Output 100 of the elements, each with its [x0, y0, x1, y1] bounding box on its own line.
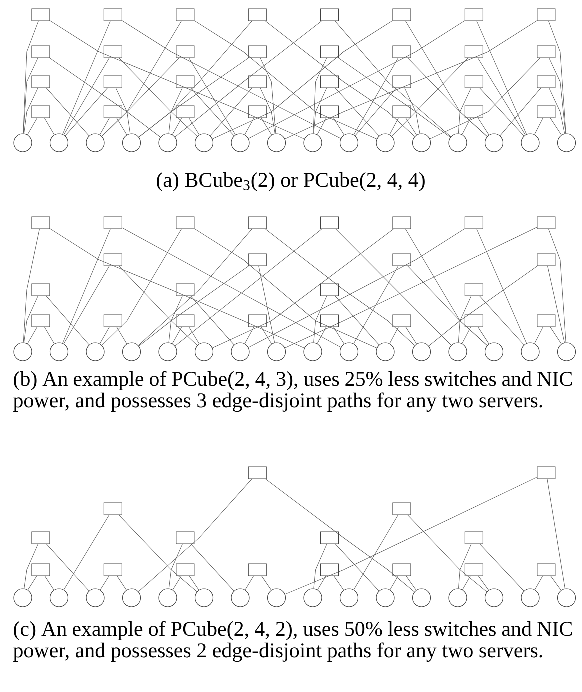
- link-line: [408, 515, 488, 592]
- link-line: [430, 58, 541, 140]
- link-line: [138, 58, 249, 138]
- server-circle: [448, 588, 468, 608]
- server-circle: [412, 134, 432, 152]
- link-line: [354, 58, 399, 136]
- link-line: [168, 544, 183, 590]
- link-line: [190, 88, 235, 136]
- link-line: [260, 58, 276, 134]
- figure-caption: (c) An example of PCube(2, 4, 2), uses 50% less switches and NIC power, and possesses 2 edge-disjoint paths for any two servers.: [14, 621, 572, 662]
- switch-box: [176, 532, 195, 544]
- server-circle: [448, 134, 468, 152]
- link-line: [117, 576, 127, 590]
- link-line: [168, 296, 183, 343]
- link-line: [116, 327, 128, 344]
- switch-box: [320, 76, 340, 88]
- server-circle: [158, 134, 178, 152]
- switch-box: [464, 284, 484, 296]
- switch-box: [32, 532, 50, 544]
- switch-box: [537, 76, 556, 88]
- link-line: [478, 327, 490, 344]
- link-line: [408, 58, 488, 137]
- link-line: [212, 20, 393, 140]
- server-circle: [448, 342, 468, 362]
- link-line: [355, 88, 397, 136]
- server-circle: [521, 134, 540, 152]
- server-circle: [158, 342, 178, 362]
- server-circle: [194, 588, 214, 608]
- link-line: [547, 479, 566, 590]
- link-line: [50, 20, 305, 140]
- switch-box: [464, 216, 484, 230]
- switch-box: [248, 76, 267, 88]
- server-circle: [304, 588, 322, 608]
- switch-box: [104, 254, 122, 266]
- link-line: [24, 544, 38, 590]
- server-circle: [376, 342, 395, 362]
- server-circle: [304, 134, 322, 152]
- link-line: [480, 296, 524, 346]
- link-line: [212, 229, 394, 348]
- server-circle: [194, 342, 214, 362]
- link-line: [480, 544, 524, 592]
- switch-box: [320, 284, 340, 296]
- link-line: [122, 20, 342, 140]
- server-circle: [376, 588, 395, 608]
- server-circle: [50, 134, 69, 152]
- link-line: [64, 266, 110, 344]
- link-line: [102, 229, 182, 346]
- switch-box: [104, 46, 122, 58]
- link-line: [354, 515, 399, 590]
- switch-box: [320, 216, 340, 230]
- link-line: [338, 58, 451, 138]
- link-line: [44, 118, 55, 136]
- switch-box: [464, 106, 484, 118]
- link-line: [390, 576, 399, 590]
- switch-box: [392, 254, 412, 266]
- server-circle: [158, 588, 178, 608]
- link-line: [462, 327, 472, 344]
- link-line: [314, 88, 328, 134]
- link-line: [336, 229, 452, 346]
- link-line: [335, 296, 380, 346]
- switch-box: [392, 46, 412, 58]
- link-line: [408, 266, 488, 346]
- switch-box: [537, 564, 556, 576]
- link-line: [190, 544, 234, 592]
- server-circle: [521, 342, 540, 362]
- switch-box: [176, 8, 195, 22]
- link-line: [168, 88, 183, 134]
- link-line: [317, 327, 327, 344]
- switch-box: [104, 106, 122, 118]
- server-circle: [267, 342, 286, 362]
- server-circle: [304, 342, 322, 362]
- server-circle: [557, 342, 576, 362]
- switch-box: [32, 564, 50, 576]
- switch-box: [248, 8, 267, 22]
- link-line: [65, 88, 108, 136]
- server-circle: [484, 134, 504, 152]
- link-line: [265, 229, 416, 346]
- link-line: [50, 58, 161, 138]
- link-line: [334, 327, 345, 344]
- link-line: [194, 20, 378, 140]
- link-line: [284, 20, 538, 140]
- link-line: [334, 118, 345, 136]
- server-circle: [14, 588, 32, 608]
- link-line: [122, 228, 342, 348]
- link-line: [334, 576, 344, 591]
- link-line: [480, 88, 524, 136]
- switch-box: [176, 76, 195, 88]
- link-line: [46, 544, 90, 592]
- link-line: [458, 88, 472, 134]
- figure-caption: (b) An example of PCube(2, 4, 3), uses 25% less switches and NIC power, and possesses 3 edge-disjoint paths for any two servers.: [14, 371, 572, 412]
- link-line: [534, 576, 544, 590]
- link-line: [458, 544, 472, 589]
- link-line: [188, 58, 236, 136]
- link-line: [138, 479, 252, 592]
- link-line: [534, 327, 544, 344]
- link-line: [188, 118, 200, 136]
- link-line: [260, 88, 276, 134]
- switch-box: [392, 106, 412, 118]
- server-circle: [231, 588, 250, 608]
- link-line: [28, 576, 38, 590]
